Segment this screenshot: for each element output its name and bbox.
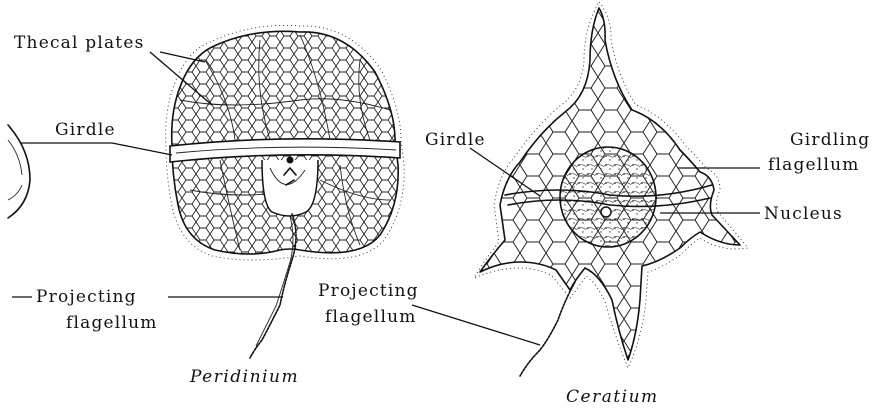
caption-peridinium: Peridinium: [189, 367, 299, 387]
label-projecting-left-1: Projecting: [36, 287, 137, 307]
label-girdle-left: Girdle: [55, 120, 116, 140]
label-thecal-plates: Thecal plates: [14, 33, 145, 53]
nucleus-marker: [601, 207, 611, 217]
caption-ceratium: Ceratium: [566, 387, 659, 407]
label-projecting-right-1: Projecting: [318, 281, 419, 301]
label-projecting-right-2: flagellum: [325, 307, 417, 327]
ceratium-cell: [470, 0, 750, 370]
label-projecting-left-2: flagellum: [66, 313, 158, 333]
ceratium-flagellum: [520, 282, 575, 376]
partial-cell-left: [8, 125, 30, 218]
label-girdling-1: Girdling: [790, 130, 870, 150]
label-girdle-right: Girdle: [425, 130, 486, 150]
label-girdling-2: flagellum: [768, 155, 860, 175]
label-nucleus: Nucleus: [764, 204, 843, 224]
peridinium-cell: [160, 20, 410, 270]
